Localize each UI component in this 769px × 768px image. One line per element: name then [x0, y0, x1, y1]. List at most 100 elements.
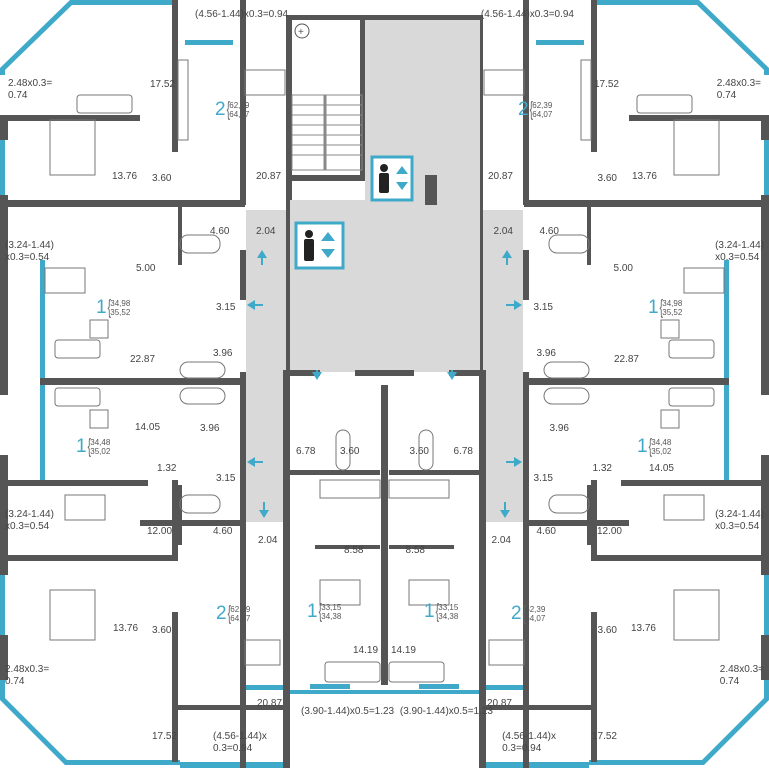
balcony-area-label: (3.24-1.44) x0.3=0.54: [5, 509, 54, 532]
room-area-label: 14.05: [135, 422, 161, 433]
room-area-label: 12.00: [147, 526, 173, 537]
room-area-label: 1.32: [157, 463, 177, 474]
room-area-label: 17.52: [593, 79, 619, 90]
room-area-label: 17.52: [152, 731, 178, 742]
unit-rooms: 1: [424, 601, 435, 622]
unit-living-area: 62,39: [229, 101, 250, 110]
room-area-label: 20.87: [486, 698, 512, 709]
room-area-label: 3.60: [597, 173, 617, 184]
unit-living-area: 34,98: [110, 299, 131, 308]
room-area-label: 20.87: [257, 698, 283, 709]
room-area-label: 8.58: [405, 545, 425, 556]
unit-total-area: 64,07: [525, 614, 546, 623]
room-area-label: 3.96: [213, 348, 233, 359]
svg-text:+: +: [298, 27, 304, 38]
room-area-label: 3.60: [340, 446, 360, 457]
unit-rooms: 1: [76, 436, 87, 457]
room-area-label: 4.60: [536, 526, 556, 537]
balcony-area-label: (4.56-1.44)x 0.3=0.94: [502, 731, 556, 754]
room-area-label: 6.78: [296, 446, 316, 457]
room-area-label: 4.60: [539, 226, 559, 237]
room-area-label: 2.04: [256, 226, 276, 237]
room-area-label: 3.96: [200, 423, 220, 434]
balcony-area-label: (4.56-1.44)x 0.3=0.94: [213, 731, 267, 754]
room-area-label: 3.15: [533, 473, 553, 484]
room-area-label: 22.87: [613, 354, 639, 365]
balcony-area-label: (4.56-1.44)x0.3=0.94: [195, 9, 289, 20]
room-area-label: 13.76: [630, 623, 656, 634]
room-area-label: 3.96: [549, 423, 569, 434]
unit-living-area: 34,48: [651, 438, 672, 447]
room-area-label: 17.52: [591, 731, 617, 742]
room-area-label: 5.00: [613, 263, 633, 274]
elevator-icon: [294, 221, 345, 270]
room-area-label: 6.78: [453, 446, 473, 457]
unit-living-area: 33,15: [321, 603, 342, 612]
room-area-label: 5.00: [136, 263, 156, 274]
unit-rooms: 1: [96, 297, 107, 318]
room-area-label: 3.60: [597, 625, 617, 636]
unit-rooms: 2: [518, 99, 529, 120]
room-area-label: 2.04: [491, 535, 511, 546]
balcony-area-label: (4.56-1.44)x0.3=0.94: [480, 9, 574, 20]
balcony-area-label: (3.24-1.44) x0.3=0.54: [715, 240, 764, 263]
unit-rooms: 1: [637, 436, 648, 457]
unit-total-area: 35,52: [110, 308, 131, 317]
smoke-detector-icon: +: [294, 23, 310, 39]
balcony-area-label: 2.48x0.3= 0.74: [716, 78, 761, 101]
unit-living-area: 34,98: [662, 299, 683, 308]
unit-total-area: 35,52: [662, 308, 683, 317]
unit-total-area: 64,07: [229, 110, 250, 119]
room-area-label: 3.60: [409, 446, 429, 457]
unit-living-area: 62,39: [230, 605, 251, 614]
unit-living-area: 62,39: [525, 605, 546, 614]
unit-living-area: 33,15: [438, 603, 459, 612]
room-area-label: 14.05: [648, 463, 674, 474]
room-area-label: 3.60: [152, 173, 172, 184]
unit-rooms: 2: [511, 603, 522, 624]
room-area-label: 22.87: [130, 354, 156, 365]
balcony-area-label: (3.90-1.44)x0.5=1.23: [399, 706, 493, 717]
room-area-label: 1.32: [592, 463, 612, 474]
unit-total-area: 34,38: [438, 612, 459, 621]
balcony-area-label: 2.48x0.3= 0.74: [719, 664, 764, 687]
unit-rooms: 1: [648, 297, 659, 318]
room-area-label: 13.76: [113, 623, 139, 634]
unit-total-area: 64,07: [532, 110, 553, 119]
room-area-label: 14.19: [353, 645, 379, 656]
room-area-label: 4.60: [210, 226, 230, 237]
room-area-label: 13.76: [631, 171, 657, 182]
unit-total-area: 64,07: [230, 614, 251, 623]
unit-living-area: 34,48: [90, 438, 111, 447]
room-area-label: 2.04: [493, 226, 513, 237]
room-area-label: 13.76: [112, 171, 138, 182]
unit-rooms: 1: [307, 601, 318, 622]
room-area-label: 4.60: [213, 526, 233, 537]
room-area-label: 2.04: [258, 535, 278, 546]
room-area-label: 20.87: [487, 171, 513, 182]
unit-living-area: 62,39: [532, 101, 553, 110]
balcony-area-label: (3.24-1.44) x0.3=0.54: [5, 240, 54, 263]
room-area-label: 3.60: [152, 625, 172, 636]
balcony-area-label: 2.48x0.3= 0.74: [5, 664, 50, 687]
room-area-label: 14.19: [390, 645, 416, 656]
room-area-label: 12.00: [596, 526, 622, 537]
unit-total-area: 34,38: [321, 612, 342, 621]
unit-rooms: 2: [215, 99, 226, 120]
balcony-area-label: (3.24-1.44) x0.3=0.54: [715, 509, 764, 532]
unit-total-area: 35,02: [90, 447, 111, 456]
room-area-label: 8.58: [344, 545, 364, 556]
unit-rooms: 2: [216, 603, 227, 624]
